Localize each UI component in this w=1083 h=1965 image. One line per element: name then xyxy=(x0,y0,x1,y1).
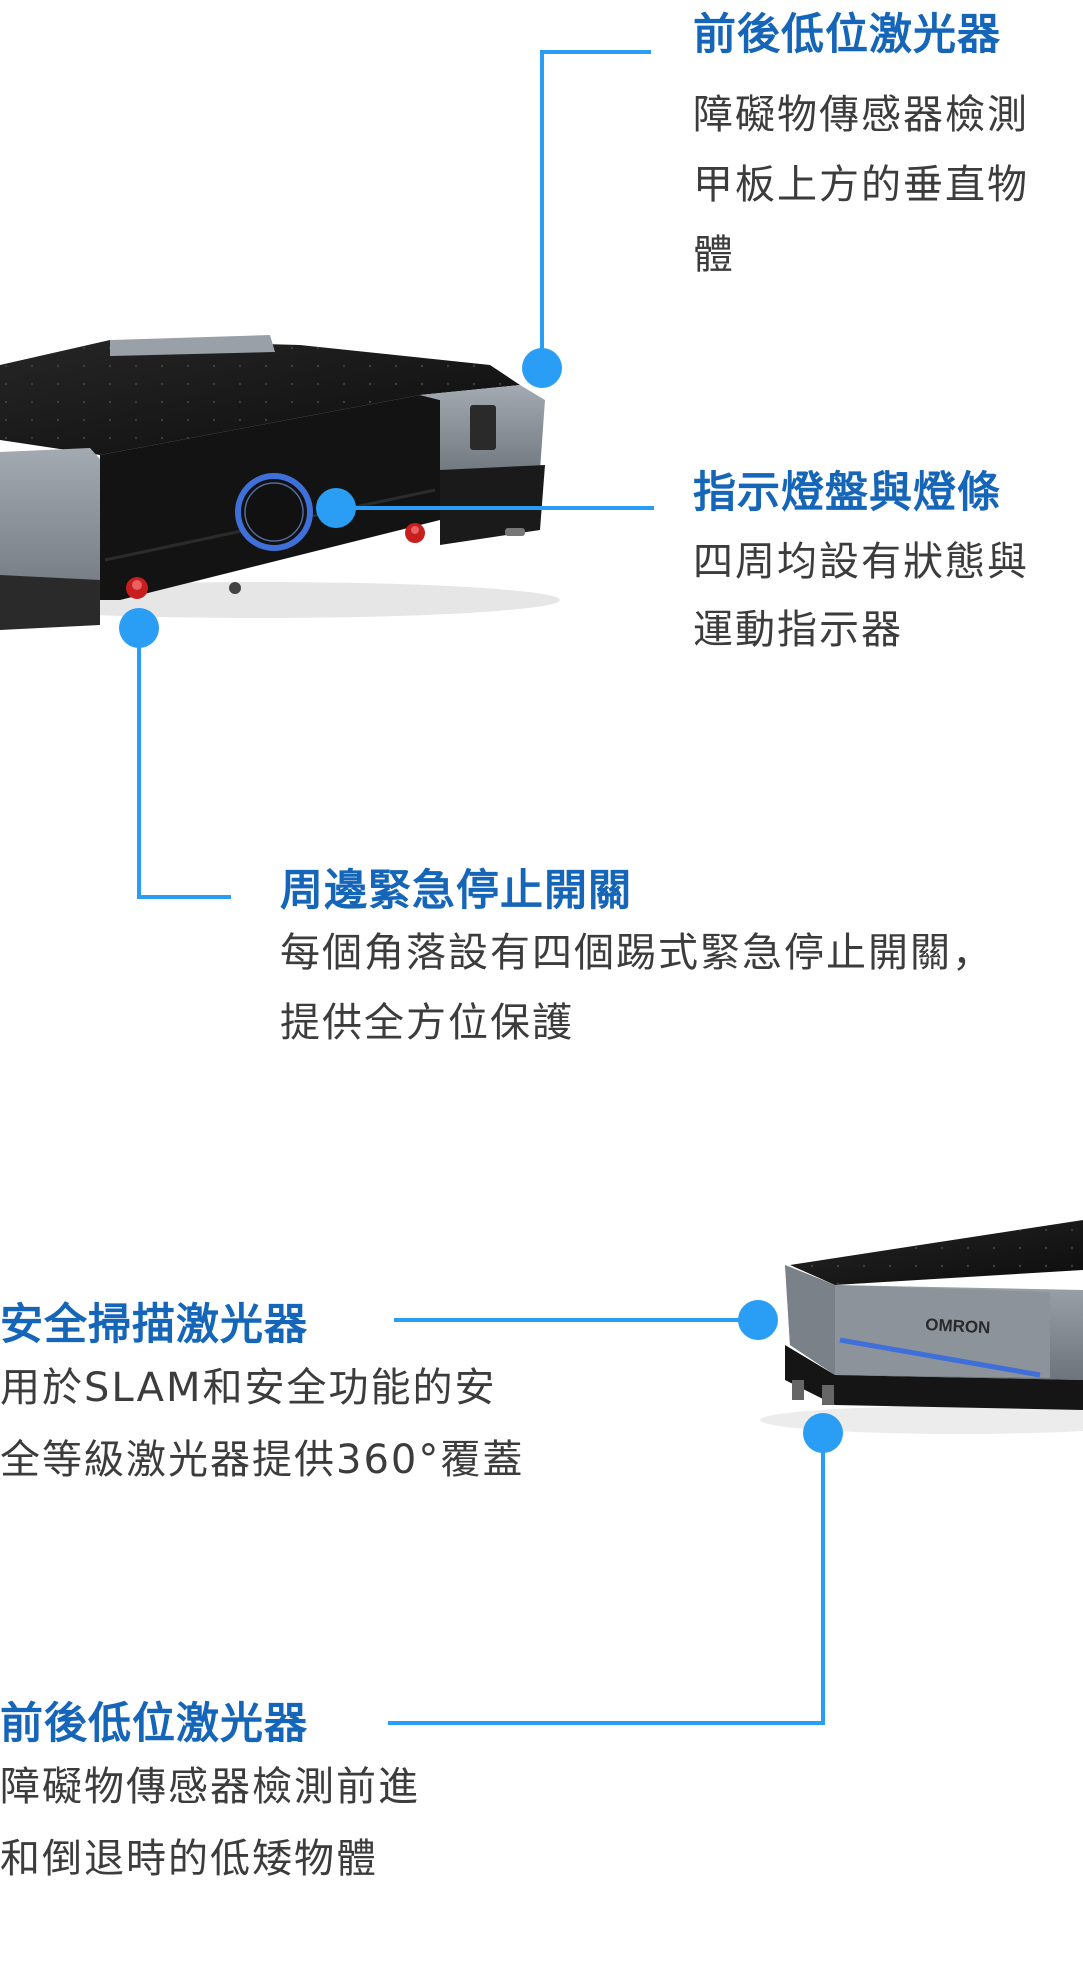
callout-title: 前後低位激光器 xyxy=(693,10,1001,60)
callout-title: 安全掃描激光器 xyxy=(0,1300,308,1350)
callout-description: 障礙物傳感器檢測前進 和倒退時的低矮物體 xyxy=(0,1751,500,1895)
robot-logo: OMRON xyxy=(925,1315,991,1337)
callout-description-line: 甲板上方的垂直物 xyxy=(693,162,1029,208)
callout-description-line: 和倒退時的低矮物體 xyxy=(0,1836,378,1882)
connector-line-top-laser xyxy=(540,50,651,368)
connector-lines xyxy=(137,50,825,1725)
connector-dot-safety-laser xyxy=(738,1300,778,1340)
callout-description-line: 全等級激光器提供360°覆蓋 xyxy=(0,1437,525,1483)
callout-description: 四周均設有狀態與 運動指示器 xyxy=(693,528,1083,664)
callout-description-line: 四周均設有狀態與 xyxy=(693,539,1029,585)
callout-description-line: 提供全方位保護 xyxy=(280,1000,574,1046)
callout-description: 障礙物傳感器檢測 甲板上方的垂直物 體 xyxy=(693,80,1083,290)
robot-mobile-platform-front xyxy=(0,335,560,630)
connector-line-bottom-laser xyxy=(388,1433,825,1725)
callout-front-rear-low-laser-bottom: 前後低位激光器 障礙物傳感器檢測前進 和倒退時的低矮物體 xyxy=(0,1697,500,1895)
callout-front-rear-low-laser-top: 前後低位激光器 障礙物傳感器檢測 甲板上方的垂直物 體 xyxy=(693,8,1083,290)
callout-description-line: 用於SLAM和安全功能的安 xyxy=(0,1365,497,1411)
robot-mobile-platform-side xyxy=(760,1220,1083,1434)
connector-dot-top-laser xyxy=(522,348,562,388)
connector-dots xyxy=(119,348,843,1453)
connector-dot-bottom-laser xyxy=(803,1413,843,1453)
callout-description: 用於SLAM和安全功能的安 全等級激光器提供360°覆蓋 xyxy=(0,1352,590,1496)
callout-title: 指示燈盤與燈條 xyxy=(693,468,1001,518)
connector-line-estop xyxy=(137,628,231,899)
callout-safety-scanning-laser: 安全掃描激光器 用於SLAM和安全功能的安 全等級激光器提供360°覆蓋 xyxy=(0,1298,590,1496)
callout-emergency-stop: 周邊緊急停止開關 每個角落設有四個踢式緊急停止開關， 提供全方位保護 xyxy=(280,864,1083,1058)
callout-description-line: 運動指示器 xyxy=(693,607,903,653)
connector-dot-indicator xyxy=(316,488,356,528)
callout-description-line: 體 xyxy=(693,232,735,278)
callout-description: 每個角落設有四個踢式緊急停止開關， 提供全方位保護 xyxy=(280,918,1083,1058)
callout-description-line: 障礙物傳感器檢測 xyxy=(693,92,1029,138)
callout-title: 前後低位激光器 xyxy=(0,1699,308,1749)
callout-indicator-lights: 指示燈盤與燈條 四周均設有狀態與 運動指示器 xyxy=(693,466,1083,664)
callout-description-line: 每個角落設有四個踢式緊急停止開關， xyxy=(280,930,994,976)
callout-title: 周邊緊急停止開關 xyxy=(280,866,632,916)
connector-dot-estop xyxy=(119,608,159,648)
callout-description-line: 障礙物傳感器檢測前進 xyxy=(0,1764,420,1810)
